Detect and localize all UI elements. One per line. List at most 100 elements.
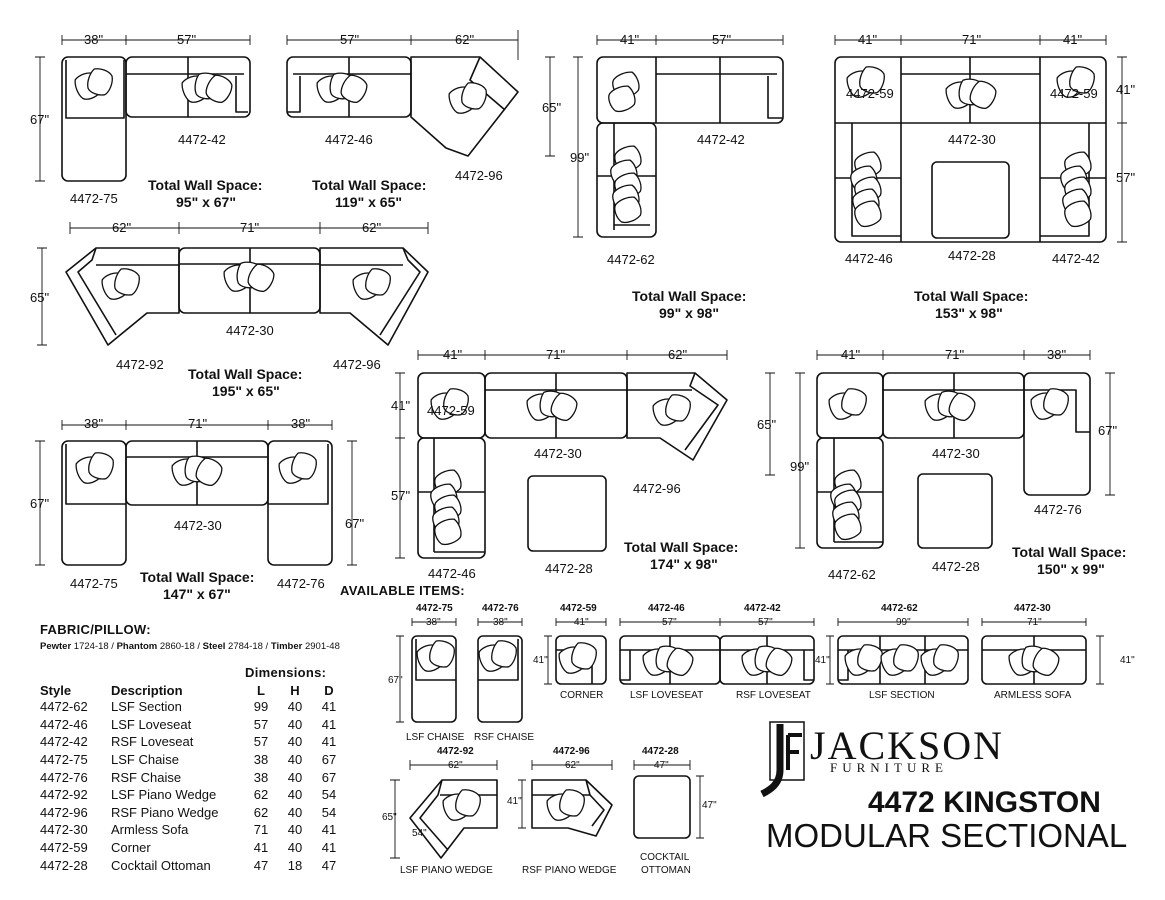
item-name: LSF PIANO WEDGE (400, 865, 493, 876)
piece-code: 4472-30 (226, 323, 274, 338)
piece-code: 4472-28 (948, 248, 996, 263)
item-code: 4472-96 (553, 746, 590, 757)
item-width: 47" (654, 760, 669, 771)
spec-cell: LSF Piano Wedge (111, 787, 217, 803)
spec-cell: 40 (287, 699, 303, 715)
dim-label: 38" (84, 32, 104, 47)
item-depth-secondary: 54" (412, 828, 427, 839)
fabric-name: Phantom (116, 641, 158, 652)
item-width: 99" (896, 617, 911, 628)
spec-cell: LSF Loveseat (111, 716, 192, 732)
dim-label: 99" (790, 459, 810, 474)
piece-code: 4472-28 (932, 559, 980, 574)
wall-space-value: 153" x 98" (935, 305, 1003, 321)
item-width: 38" (493, 617, 508, 628)
dim-label: 65" (30, 290, 50, 305)
wall-space-label: Total Wall Space: (632, 288, 747, 304)
spec-cell: 4472-59 (40, 840, 88, 856)
piece-code: 4472-42 (178, 132, 226, 147)
piece-code: 4472-30 (174, 518, 222, 533)
piece-code: 4472-42 (1052, 251, 1100, 266)
dim-label: 71" (188, 416, 208, 431)
spec-cell: Armless Sofa (111, 822, 189, 838)
dim-label: 67" (30, 112, 50, 127)
spec-cell: 18 (287, 857, 303, 873)
item-depth: 67" (388, 675, 403, 686)
spec-cell: 41 (253, 840, 269, 856)
piece-code: 4472-59 (427, 403, 475, 418)
dim-label: 38" (84, 416, 104, 431)
dim-label: 62" (455, 32, 475, 47)
item-name: CORNER (560, 690, 604, 701)
item-name: RSF PIANO WEDGE (522, 865, 617, 876)
dim-label: 67" (30, 496, 50, 511)
spec-cell: 41 (321, 716, 337, 732)
spec-cell: 4472-76 (40, 769, 88, 785)
dim-label: 62" (668, 347, 688, 362)
piece-code: 4472-75 (70, 576, 118, 591)
dim-label: 62" (362, 220, 382, 235)
fabric-name: Timber (270, 641, 303, 652)
dim-label: 65" (757, 417, 777, 432)
item-depth: 47" (702, 800, 717, 811)
fabric-name: Pewter (40, 641, 72, 652)
fabric-number: 2860-18 (159, 641, 195, 652)
piece-code: 4472-30 (948, 132, 996, 147)
piece-code: 4472-96 (455, 168, 503, 183)
spec-cell: 40 (287, 804, 303, 820)
spec-cell: RSF Piano Wedge (111, 804, 219, 820)
dim-label: 71" (240, 220, 260, 235)
piece-code: 4472-59 (1050, 86, 1098, 101)
item-code: 4472-59 (560, 603, 597, 614)
item-width: 57" (662, 617, 677, 628)
spec-cell: 47 (321, 857, 337, 873)
model-subtitle: MODULAR SECTIONAL (766, 817, 1128, 854)
spec-cell: 67 (321, 769, 337, 785)
spec-header-row: Style Description L H D (40, 683, 347, 698)
piece-code: 4472-59 (846, 86, 894, 101)
fabric-number: 1724-18 (73, 641, 109, 652)
item-width: 41" (574, 617, 589, 628)
piece-code: 4472-96 (333, 357, 381, 372)
col-header: Description (111, 683, 183, 698)
col-header: H (290, 683, 300, 698)
wall-space-value: 119" x 65" (335, 194, 402, 210)
spec-cell: 4472-42 (40, 734, 88, 750)
wall-space-label: Total Wall Space: (624, 539, 739, 555)
dim-label: 41" (443, 347, 463, 362)
item-depth: 41" (1120, 655, 1135, 666)
spec-cell: 40 (287, 752, 303, 768)
spec-cell: 40 (287, 840, 303, 856)
spec-cell: 54 (321, 787, 337, 803)
spec-cell: 4472-46 (40, 716, 88, 732)
dim-label: 99" (570, 150, 590, 165)
item-code: 4472-42 (744, 603, 781, 614)
dim-label: 41" (841, 347, 861, 362)
available-items-heading: AVAILABLE ITEMS: (340, 583, 465, 598)
piece-code: 4472-76 (1034, 502, 1082, 517)
spec-cell: 40 (287, 734, 303, 750)
spec-cell: 41 (321, 840, 337, 856)
item-code: 4472-46 (648, 603, 685, 614)
item-4472-76-drawing (477, 635, 523, 723)
spec-cell: 57 (253, 734, 269, 750)
wall-space-label: Total Wall Space: (188, 366, 303, 382)
item-width: 57" (758, 617, 773, 628)
wall-space-value: 150" x 99" (1037, 561, 1105, 577)
dim-label: 41" (1063, 32, 1083, 47)
wall-space-label: Total Wall Space: (140, 569, 255, 585)
spec-cell: 4472-30 (40, 822, 88, 838)
spec-cell: LSF Chaise (111, 752, 179, 768)
spec-cell: 40 (287, 787, 303, 803)
item-name: LSF LOVESEAT (630, 690, 704, 701)
spec-cell: 54 (321, 804, 337, 820)
dim-label: 57" (712, 32, 732, 47)
item-name: ARMLESS SOFA (994, 690, 1072, 701)
spec-cell: RSF Loveseat (111, 734, 194, 750)
spec-cell: 62 (253, 787, 269, 803)
brand-name: JACKSON (810, 723, 1005, 768)
